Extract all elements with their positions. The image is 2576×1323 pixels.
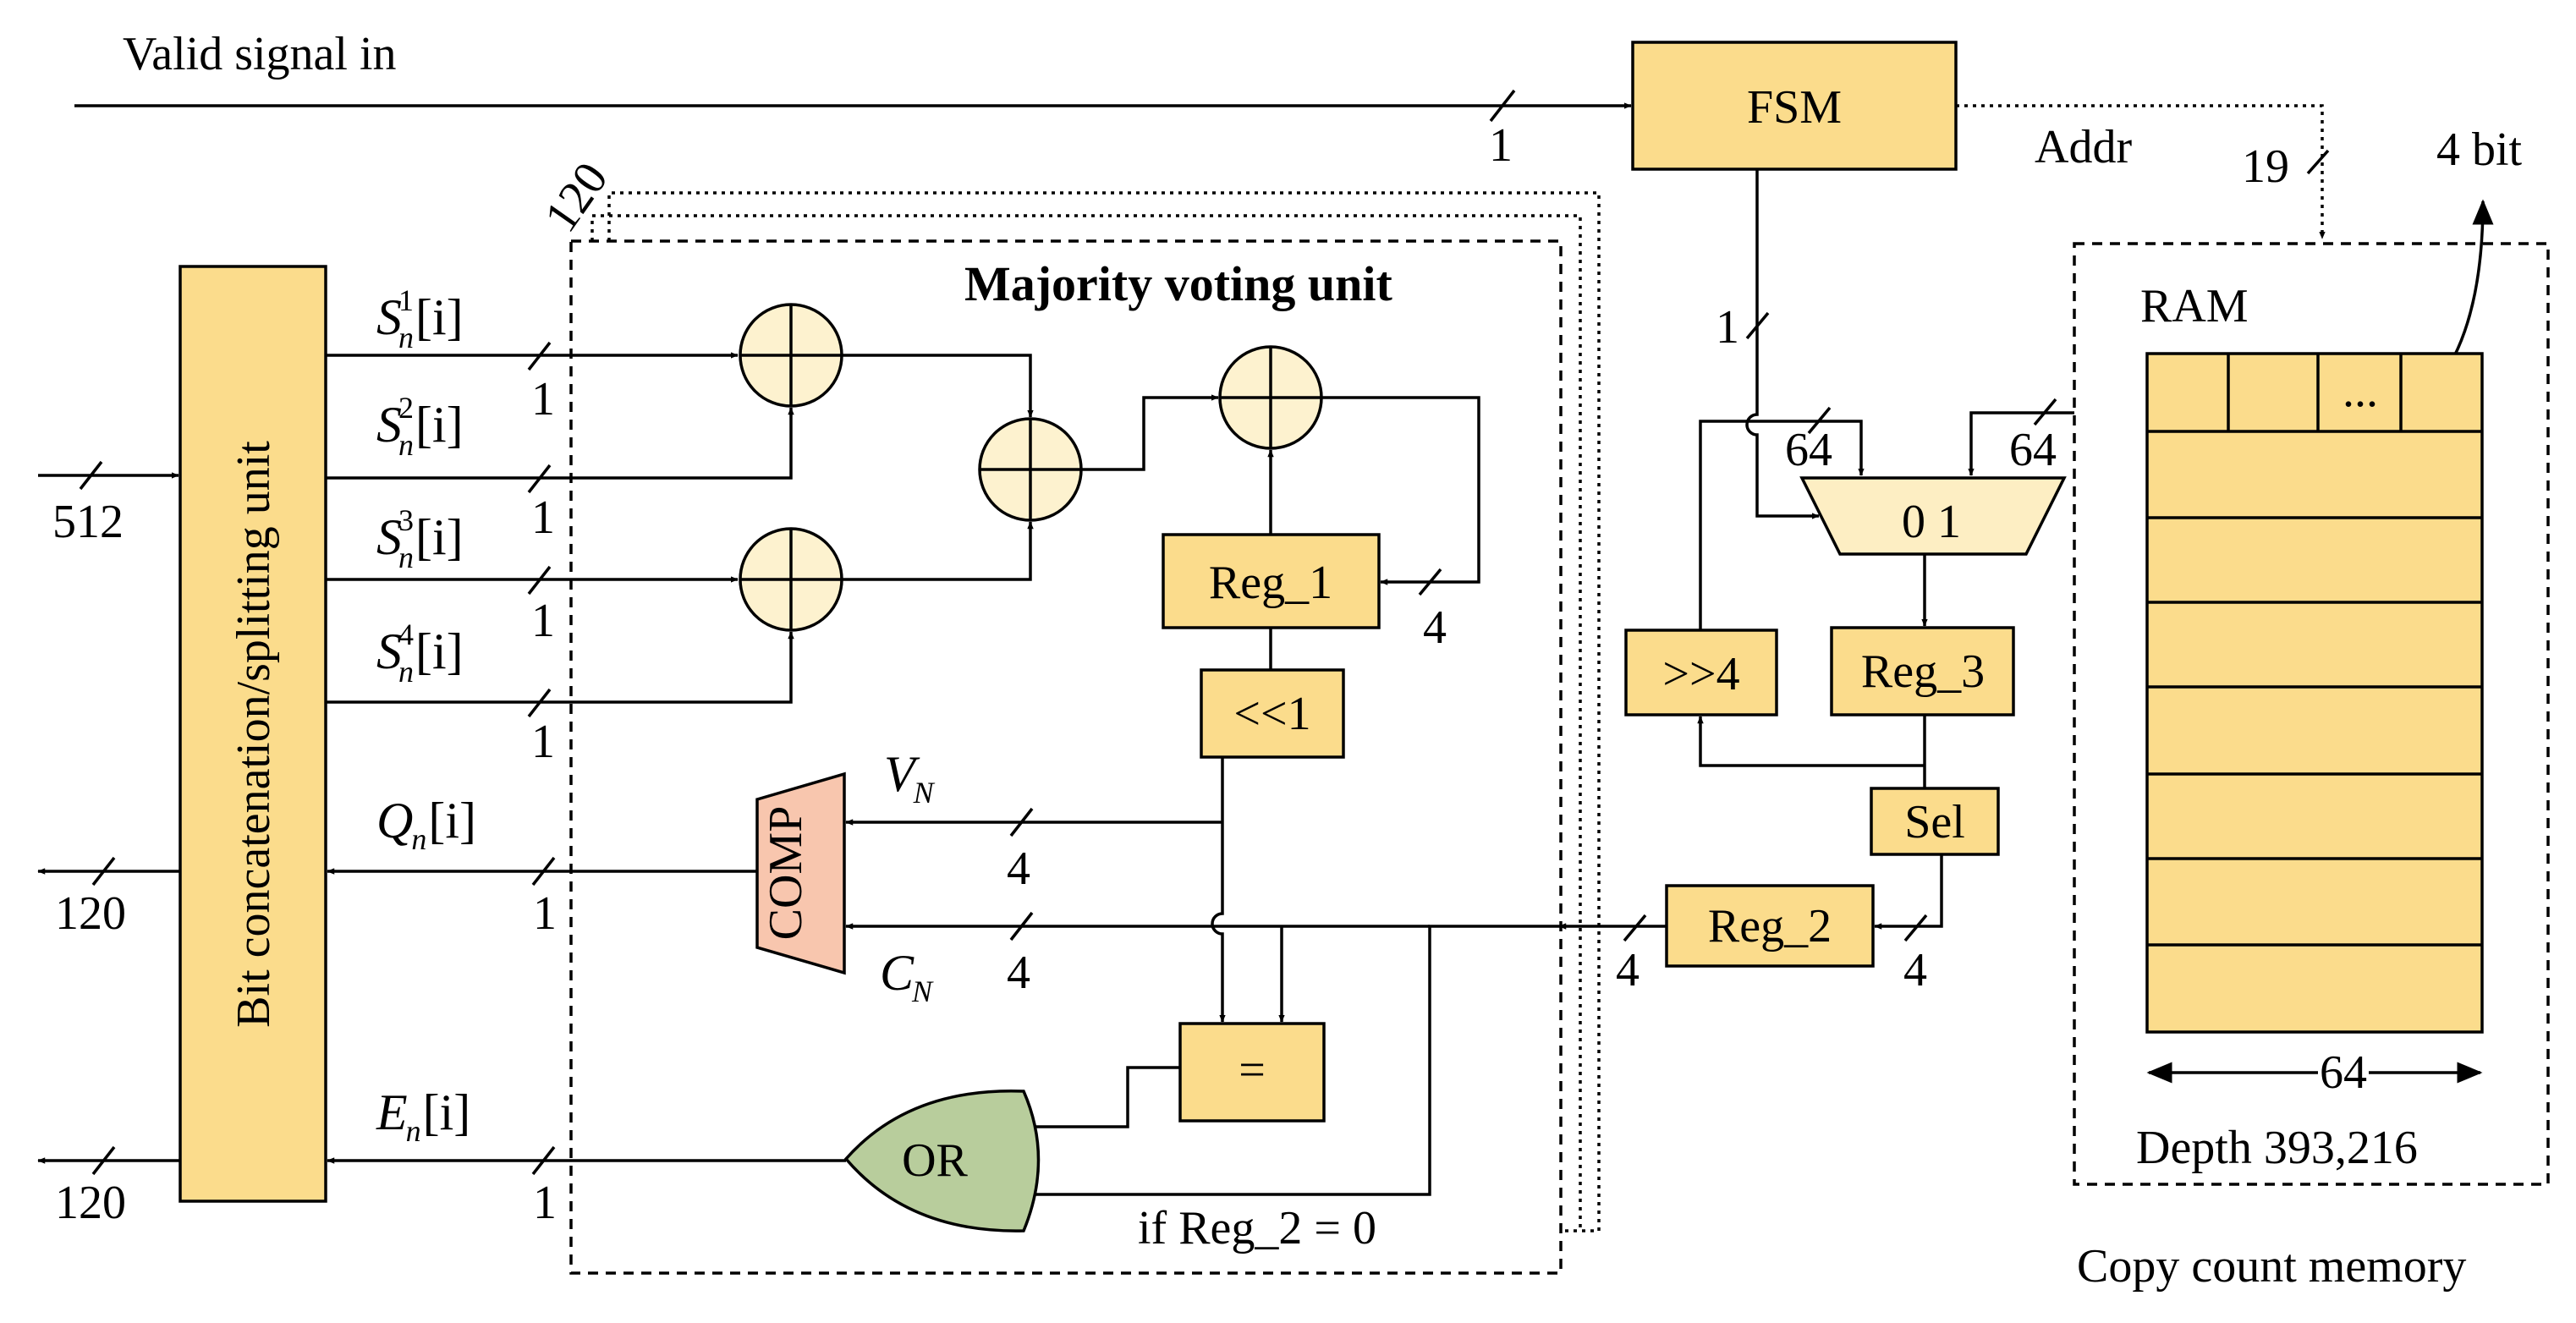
- ram-depth-label: Depth 393,216: [2136, 1122, 2418, 1174]
- reg2-in-width: 4: [1903, 944, 1927, 996]
- four-bit-label: 4 bit: [2436, 124, 2523, 176]
- reg2-out-width: 4: [1616, 944, 1640, 996]
- addr-label: Addr: [2035, 121, 2132, 173]
- shift-right-label: >>4: [1662, 648, 1739, 700]
- mux-left-width: 64: [1785, 424, 1832, 476]
- ram-label: RAM: [2140, 280, 2249, 332]
- e-label: En[i]: [376, 1084, 470, 1148]
- fsm-input-width: 1: [1489, 119, 1513, 172]
- shift-left-label: <<1: [1233, 688, 1310, 740]
- mux-right-width: 64: [2009, 424, 2057, 476]
- or-gate: [843, 1089, 1041, 1232]
- q-width: 1: [533, 887, 557, 940]
- adder-3: [978, 417, 1083, 522]
- mux-block: [1799, 476, 2067, 556]
- majority-voting-unit-stack: Majority voting unit 120: [535, 153, 1601, 1275]
- mux-inputs-label: 0 1: [1902, 496, 1961, 548]
- input-width-label: 512: [52, 496, 124, 548]
- fsm-section: Valid signal in 1 FSM Addr 19 1: [74, 28, 2330, 519]
- or-label: OR: [902, 1134, 968, 1187]
- cn-width: 4: [1007, 947, 1030, 999]
- reg3-label: Reg_3: [1861, 645, 1985, 698]
- shift-right-block: [1624, 629, 1778, 716]
- cn-label: CN: [880, 945, 934, 1008]
- fsm-label: FSM: [1747, 81, 1842, 134]
- equality-label: =: [1239, 1044, 1266, 1096]
- vn-label: VN: [884, 746, 936, 810]
- ram-cell-dots: ...: [2343, 365, 2378, 417]
- s2-width: 1: [531, 491, 555, 544]
- fsm-block: [1631, 41, 1958, 171]
- accumulator: Reg_1 <<1: [1162, 449, 1381, 759]
- shift-left-block: [1200, 668, 1345, 759]
- ram-width-label: 64: [2320, 1046, 2367, 1099]
- e-width: 1: [533, 1177, 557, 1229]
- s4-width: 1: [531, 716, 555, 768]
- decision-logic: 4 VN 4 CN COMP 1 Qn[i] = OR if Reg_2 = 0…: [327, 746, 1559, 1254]
- s1-width: 1: [531, 373, 555, 425]
- bit-unit-block: [179, 265, 327, 1203]
- reg3-block: [1830, 626, 2015, 716]
- q-out-width-label: 120: [55, 887, 126, 940]
- reg2-label: Reg_2: [1708, 900, 1832, 952]
- adder-2: [739, 527, 843, 632]
- copy-count-memory-label: Copy count memory: [2077, 1240, 2466, 1293]
- majority-voting-unit-title: Majority voting unit: [964, 256, 1393, 311]
- comparator-label: COMP: [760, 806, 812, 941]
- reg1-feedback-width: 4: [1423, 601, 1447, 654]
- s3-width: 1: [531, 595, 555, 647]
- sel-label: Sel: [1904, 796, 1965, 848]
- adder-tree: 4: [739, 303, 1480, 654]
- reg1-label: Reg_1: [1209, 557, 1332, 609]
- reg2-zero-condition: if Reg_2 = 0: [1138, 1202, 1376, 1254]
- bit-unit-label: Bit concatenation/splitting unit: [228, 441, 280, 1028]
- majority-voting-unit-frame: [569, 239, 1563, 1275]
- bit-unit-section: Bit concatenation/splitting unit 512 120…: [37, 265, 327, 1229]
- ram-array: [2145, 352, 2484, 1034]
- valid-signal-label: Valid signal in: [123, 28, 397, 80]
- copy-count-memory: RAM 4 bit ... 64 Depth 393,216 Copy coun…: [2073, 124, 2550, 1293]
- adder-1: [739, 303, 843, 408]
- memory-update-path: 0 1 64 64 Reg_3 >>4 Sel 4 Reg_2 4: [1558, 398, 2074, 996]
- e-out-width-label: 120: [55, 1177, 126, 1229]
- adder-4: [1218, 345, 1323, 450]
- vn-width: 4: [1007, 843, 1030, 895]
- parallel-count-label: 120: [535, 153, 618, 241]
- addr-width-label: 19: [2242, 140, 2289, 193]
- equality-block: [1178, 1022, 1326, 1123]
- q-label: Qn[i]: [376, 793, 476, 856]
- comparator-block: [755, 771, 846, 975]
- copy-count-memory-frame: [2073, 242, 2550, 1186]
- fsm-down-width: 1: [1716, 301, 1739, 354]
- sel-block: [1870, 787, 2000, 856]
